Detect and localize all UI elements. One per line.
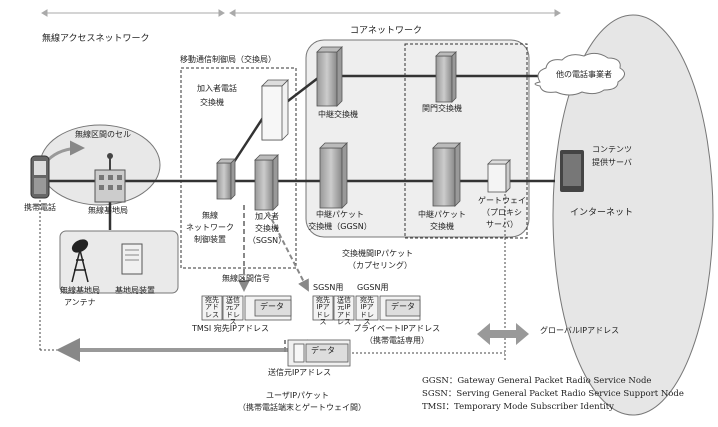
rnc-label-2: ネットワーク <box>186 223 234 232</box>
packet-data-2: データ <box>391 302 415 311</box>
packet-sgsn-src-ip: 送信元IPアドレス <box>337 296 351 327</box>
core-network-label: コアネットワーク <box>350 26 423 36</box>
gateway-switch-label: 関門交換機 <box>422 104 462 113</box>
sgsn-label-3: （SGSN） <box>247 236 287 245</box>
bs-equipment-label: 基地局装置 <box>115 286 155 295</box>
internet-area <box>552 14 714 416</box>
bs-equipment-box <box>59 230 179 294</box>
legend-tmsi: TMSI：Temporary Mode Subscriber Identity <box>422 402 614 412</box>
content-server-label-1: コンテンツ <box>592 145 632 154</box>
relay-packet-label-1: 中継パケット <box>418 210 466 219</box>
relay-switch-label: 中継交換機 <box>318 110 358 119</box>
rnc-label-3: 制御装置 <box>194 235 226 244</box>
ggsn-label-2: 交換機（GGSN） <box>308 222 372 231</box>
radio-signal-label: 無線区間信号 <box>222 274 270 283</box>
user-ip-packet-label-2: （携帯電話端末とゲートウェイ間） <box>238 403 366 412</box>
global-ip-arrow <box>477 323 529 345</box>
legend-sgsn: SGSN：Serving General Packet Radio Servic… <box>422 389 684 399</box>
packet-arrows <box>238 205 309 352</box>
gateway-label-2: （プロキシ <box>482 208 522 217</box>
base-station-equipment-icon <box>121 243 143 275</box>
tmsi-dest-ip-label: TMSI 宛先IPアドレス <box>192 324 269 333</box>
bs-antenna-label-1: 無線基地局 <box>60 286 100 295</box>
private-ip-label: プライベートIPアドレス <box>353 324 441 333</box>
header-range-arrows <box>41 9 561 17</box>
base-station-icon <box>94 153 126 203</box>
user-ip-packet-label-1: ユーザIPパケット <box>266 391 330 400</box>
ggsn-label-1: 中継パケット <box>316 210 364 219</box>
legend-ggsn: GGSN：Gateway General Packet Radio Servic… <box>422 376 652 386</box>
content-server-label-2: 提供サーバ <box>592 158 632 167</box>
switch-boxes <box>216 46 511 211</box>
packet-data-1: データ <box>260 302 284 311</box>
global-ip-label: グローバルIPアドレス <box>540 326 620 335</box>
subscriber-phone-switch-label-2: 交換機 <box>200 98 224 107</box>
cellphone-icon <box>30 155 50 199</box>
gateway-label-3: サーバ） <box>486 220 518 229</box>
internet-label: インターネット <box>570 208 634 218</box>
base-station-label: 無線基地局 <box>88 206 128 215</box>
switching-office-box <box>180 67 297 269</box>
rnc-label-1: 無線 <box>202 211 218 220</box>
other-carrier-label: 他の電話事業者 <box>556 70 612 79</box>
packet-src-addr: 送信元アドレス <box>226 296 240 327</box>
relay-packet-label-2: 交換機 <box>430 222 454 231</box>
radio-cell-label: 無線区間のセル <box>75 130 131 139</box>
cloud-icon <box>534 52 625 96</box>
content-server-icon <box>560 150 584 192</box>
sgsn-for-label: SGSN用 <box>313 283 344 292</box>
mobile-phone-label: 携帯電話 <box>24 203 56 212</box>
packet-sgsn-dest-ip: 宛先IPアドレス <box>316 296 330 327</box>
inter-switch-packet-label-1: 交換機間IPパケット <box>342 249 414 258</box>
cell-arrow <box>46 140 85 162</box>
gateway-dashed-box <box>404 43 528 239</box>
sgsn-label-2: 交換機 <box>255 224 279 233</box>
sgsn-label-1: 加入者 <box>255 212 279 221</box>
packet-data-3: データ <box>311 346 335 355</box>
packet-ggsn-dest-ip: 宛先IPアドレス <box>360 296 374 327</box>
core-network-area <box>305 39 530 238</box>
wireless-access-network-label: 無線アクセスネットワーク <box>42 34 150 44</box>
ggsn-for-label: GGSN用 <box>357 283 389 292</box>
bs-antenna-label-2: アンテナ <box>64 298 96 307</box>
antenna-tower-icon <box>71 239 89 283</box>
mobile-switching-office-label: 移動通信制御局（交換局） <box>180 55 276 64</box>
subscriber-phone-switch-label-1: 加入者電話 <box>197 84 237 93</box>
packet-dest-addr: 宛先アドレス <box>205 296 219 319</box>
inter-switch-packet-label-2: （カプセリング） <box>348 261 412 270</box>
gateway-label-1: ゲートウェイ <box>478 196 526 205</box>
src-ip-label: 送信元IPアドレス <box>268 368 332 377</box>
packet-boxes <box>201 295 421 367</box>
private-ip-note: （携帯電話専用） <box>365 336 429 345</box>
